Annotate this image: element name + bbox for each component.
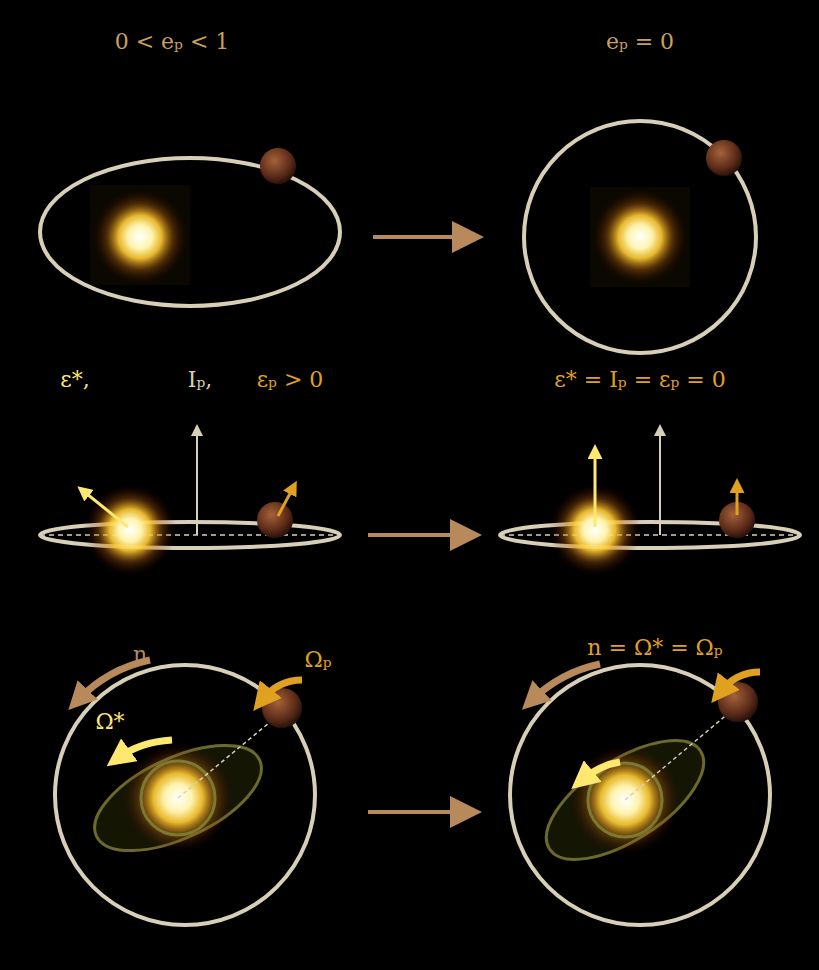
eccentricity-label: 0 < eₚ < 1 — [115, 30, 230, 54]
obliquity-label: ε*, — [60, 368, 89, 392]
eccentricity-label: eₚ = 0 — [606, 30, 674, 54]
spin-rate-label: Ω* — [95, 710, 124, 734]
inclination-label: Iₚ, — [188, 368, 212, 392]
obliquity-label: εₚ > 0 — [257, 368, 324, 392]
equality-label: n = Ω* = Ωₚ — [587, 636, 722, 660]
spin-rate-label: Ωₚ — [304, 648, 331, 672]
mean-motion-label: n — [133, 643, 147, 667]
equality-label: ε* = Iₚ = εₚ = 0 — [554, 368, 725, 392]
